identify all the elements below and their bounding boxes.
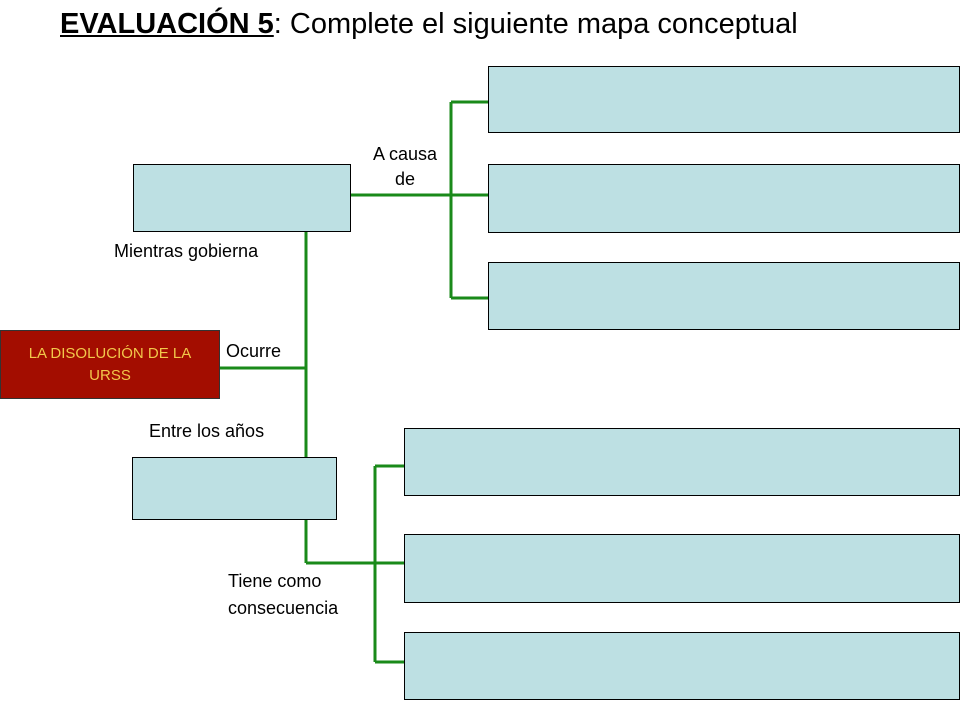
cause-box-2[interactable] <box>488 164 960 233</box>
consequence-box-1[interactable] <box>404 428 960 496</box>
title-evaluation: EVALUACIÓN 5 <box>60 8 274 40</box>
label-tiene-line1: Tiene como <box>228 571 322 591</box>
cause-box-3[interactable] <box>488 262 960 330</box>
cause-box-1[interactable] <box>488 66 960 133</box>
consequence-box-3[interactable] <box>404 632 960 700</box>
label-tiene-como-consecuencia: Tiene como consecuencia <box>228 571 338 619</box>
label-mientras-gobierna: Mientras gobierna <box>114 241 259 261</box>
main-node-text: LA DISOLUCIÓN DE LA URSS <box>28 344 192 384</box>
label-a-causa: A causa de <box>358 144 452 190</box>
label-a-causa-line1: A causa <box>372 144 438 164</box>
consequence-box-2[interactable] <box>404 534 960 603</box>
title-instruction: : Complete el siguiente mapa conceptual <box>273 8 798 40</box>
years-box[interactable] <box>132 457 337 520</box>
label-entre-los-anos: Entre los años <box>149 421 265 441</box>
ruler-box[interactable] <box>133 164 351 232</box>
label-tiene-line2: consecuencia <box>228 598 339 618</box>
main-node: LA DISOLUCIÓN DE LA URSS <box>0 330 220 399</box>
label-ocurre: Ocurre <box>226 341 282 361</box>
label-a-causa-line2: de <box>394 169 416 189</box>
page-title: EVALUACIÓN 5: Complete el siguiente mapa… <box>60 8 798 41</box>
